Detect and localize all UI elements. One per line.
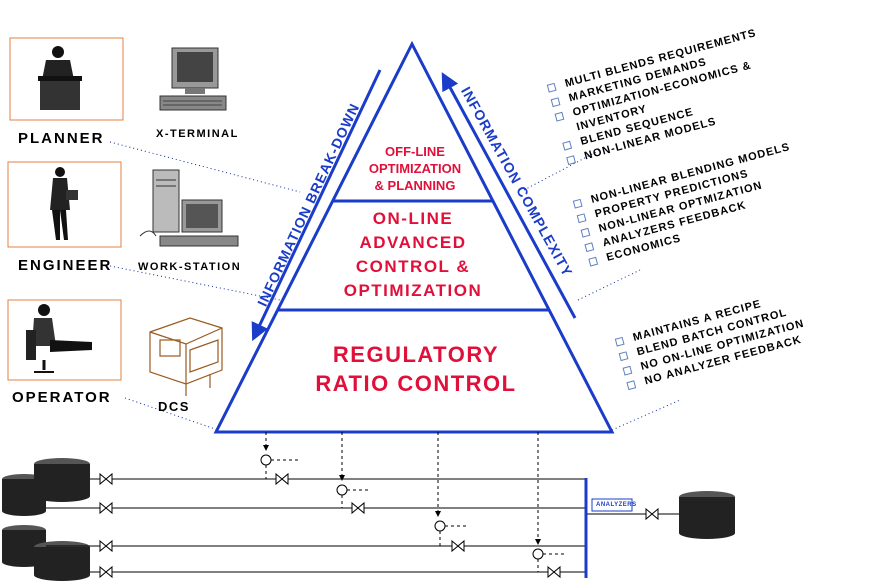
valve-icon [99,472,659,579]
info-breakdown-arrow [251,69,382,342]
checkbox-icon [566,155,577,166]
tier-regulatory: REGULATORY RATIO CONTROL [266,340,566,398]
tier-offline-line: OPTIMIZATION [368,161,462,176]
checkbox-icon [572,198,583,209]
tier-online-line: ADVANCED [359,233,467,252]
tier-regulatory-line: REGULATORY [332,342,500,367]
checkbox-icon [622,365,633,376]
tier-online-advanced: ON-LINE ADVANCED CONTROL & OPTIMIZATION [306,207,520,303]
tier-regulatory-line: RATIO CONTROL [315,371,517,396]
dcs-label: DCS [158,399,190,414]
person-with-briefcase-icon [50,167,78,240]
workstation-icon [139,169,239,247]
pyramid [213,40,615,434]
dcs-console-icon [149,317,223,396]
tank-icon [34,458,90,502]
analyzers-label: ANALYZERS [596,502,637,508]
flow-meter-icon [260,454,544,560]
process-flow [2,432,735,581]
pyramid-outline [213,40,615,434]
control-signal-lines [263,432,566,572]
checkbox-icon [584,242,595,253]
seated-person-icon [26,304,92,373]
tier-online-line: ON-LINE [372,209,454,228]
tank-icon [34,541,90,581]
checkbox-icon [562,140,573,151]
checkbox-icon [554,111,565,122]
info-complexity-arrow [441,72,577,319]
workstation-label: WORK-STATION [138,261,242,273]
checkbox-icon [580,227,591,238]
operator-frame [7,299,122,381]
checkbox-icon [546,82,557,93]
tier-offline-line: OFF-LINE [385,144,445,159]
checkbox-icon [576,213,587,224]
x-terminal-icon [159,47,227,111]
analyzers-box [591,498,633,512]
checkbox-icon [550,97,561,108]
operator-label: OPERATOR [12,389,112,406]
tier-offline-planning: OFF-LINE OPTIMIZATION & PLANNING [340,143,490,194]
product-tank-icon [679,491,735,539]
engineer-label: ENGINEER [18,257,113,274]
tier-online-line: CONTROL & [355,257,471,276]
role-connectors [109,141,681,431]
tier-offline-line: & PLANNING [374,178,456,193]
checkbox-icon [588,256,599,267]
x-terminal-label: X-TERMINAL [156,128,239,140]
checkbox-icon [618,351,629,362]
person-at-podium-icon [38,46,82,110]
checkbox-icon [614,336,625,347]
planner-label: PLANNER [18,130,105,147]
tier-online-line: OPTIMIZATION [343,281,483,300]
checkbox-icon [626,380,637,391]
